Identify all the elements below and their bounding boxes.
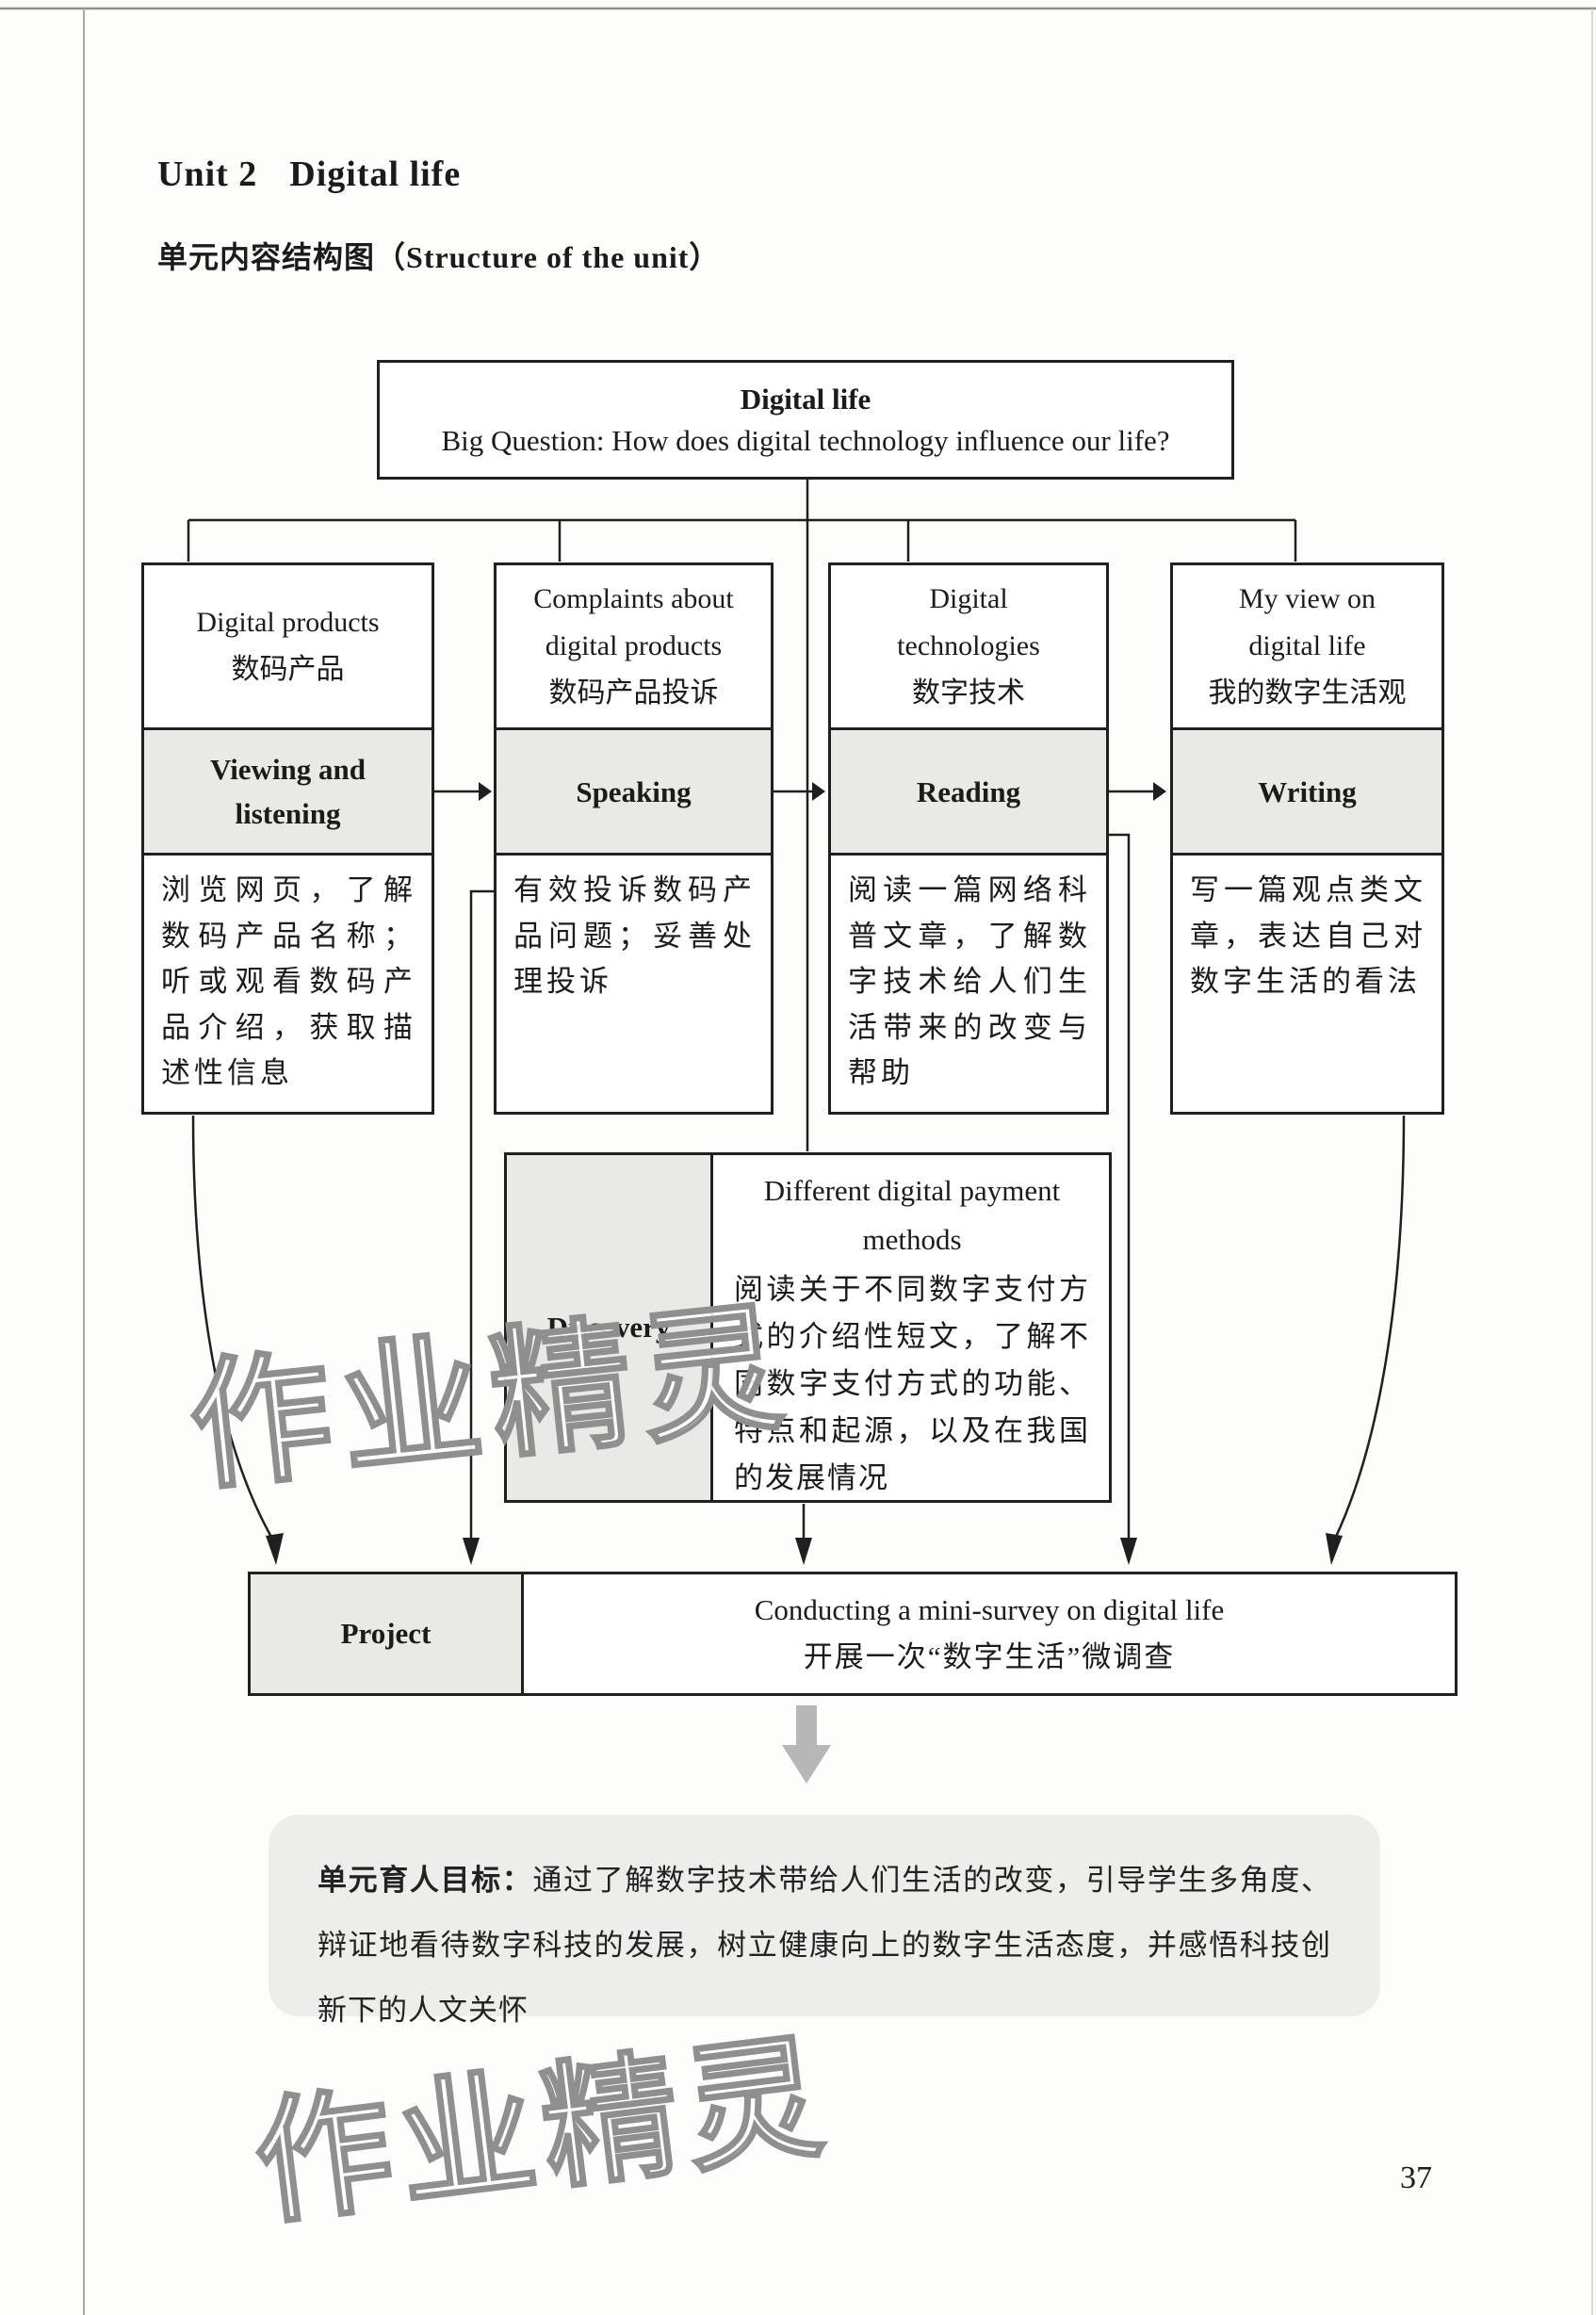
column-theme: Digital products 数码产品 xyxy=(144,565,432,727)
skill-band-writing: Writing xyxy=(1173,727,1441,856)
theme-line: digital life xyxy=(1248,630,1366,661)
skill-line: listening xyxy=(235,797,341,830)
theme-line: digital products xyxy=(545,630,723,661)
theme-line: Complaints about xyxy=(533,583,734,614)
skill-line: Writing xyxy=(1258,774,1357,808)
project-content: Conducting a mini-survey on digital life… xyxy=(524,1574,1455,1693)
subtitle-zh-suffix: ） xyxy=(689,240,721,274)
column-theme: Complaints about digital products 数码产品投诉 xyxy=(497,565,771,727)
theme-line: 数码产品 xyxy=(231,654,345,685)
goal-lead: 单元育人目标： xyxy=(318,1864,533,1897)
unit-goal-box: 单元育人目标：通过了解数字技术带给人们生活的改变，引导学生多角度、辩证地看待数字… xyxy=(269,1815,1380,2027)
root-box-digital-life: Digital life Big Question: How does digi… xyxy=(377,360,1234,480)
skill-line: Speaking xyxy=(576,774,692,808)
column-theme: Digital technologies 数字技术 xyxy=(831,565,1106,727)
theme-line: My view on xyxy=(1239,583,1376,614)
discovery-description: 阅读关于不同数字支付方式的介绍性短文，了解不同数字支付方式的功能、特点和起源，以… xyxy=(734,1273,1090,1494)
theme-line: technologies xyxy=(897,630,1040,661)
column-speaking: Complaints about digital products 数码产品投诉… xyxy=(494,562,774,1115)
unit-label: Unit 2 xyxy=(157,155,258,194)
discovery-title: Different digital payment methods xyxy=(763,1174,1061,1256)
goal-text: 通过了解数字技术带给人们生活的改变，引导学生多角度、辩证地看待数字科技的发展，树… xyxy=(318,1864,1331,2027)
down-connector-writing xyxy=(1326,1115,1406,1565)
theme-line: 数码产品投诉 xyxy=(548,677,719,709)
flow-arrow-reading-to-writing xyxy=(1109,782,1166,801)
column-viewing-and-listening: Digital products 数码产品 Viewing and listen… xyxy=(141,562,434,1115)
column-theme: My view on digital life 我的数字生活观 xyxy=(1173,565,1441,727)
discovery-box: Discovery Different digital payment meth… xyxy=(504,1152,1112,1503)
root-title: Digital life xyxy=(740,382,871,416)
column-writing: My view on digital life 我的数字生活观 Writing … xyxy=(1170,562,1444,1115)
skill-line: Viewing and xyxy=(209,753,366,786)
down-connector-reading xyxy=(1109,833,1137,1565)
page-title: Unit 2 Digital life xyxy=(157,154,461,195)
theme-line: Digital products xyxy=(196,607,380,638)
column-description: 写一篇观点类文章，表达自己对数字生活的看法 xyxy=(1190,873,1426,998)
skill-line: Reading xyxy=(916,774,1021,808)
unit-title-text: Digital life xyxy=(289,155,462,194)
project-subtitle: 开展一次“数字生活”微调查 xyxy=(803,1639,1176,1673)
watermark-text: 作业精灵 xyxy=(247,2019,838,2241)
discovery-label: Discovery xyxy=(507,1155,713,1500)
skill-band-reading: Reading xyxy=(831,727,1106,856)
project-box: Project Conducting a mini-survey on digi… xyxy=(248,1572,1458,1696)
theme-line: 数字技术 xyxy=(912,677,1025,709)
column-description: 浏览网页，了解数码产品名称；听或观看数码产品介绍，获取描述性信息 xyxy=(161,873,416,1089)
flow-arrow-speaking-to-reading xyxy=(774,782,825,801)
down-connector-viewing xyxy=(191,1115,284,1565)
subtitle-zh-prefix: 单元内容结构图（ xyxy=(157,240,407,274)
project-title: Conducting a mini-survey on digital life xyxy=(754,1592,1225,1626)
skill-band-viewing-listening: Viewing and listening xyxy=(144,727,432,856)
project-label: Project xyxy=(251,1574,524,1693)
theme-line: 我的数字生活观 xyxy=(1208,677,1407,709)
flow-arrow-viewing-to-speaking xyxy=(434,782,492,801)
down-connector-speaking xyxy=(463,889,494,1565)
root-big-question: Big Question: How does digital technolog… xyxy=(441,423,1170,457)
page-subtitle: 单元内容结构图（Structure of the unit） xyxy=(157,234,720,277)
column-description: 有效投诉数码产品问题；妥善处理投诉 xyxy=(513,873,756,998)
theme-line: Digital xyxy=(929,583,1008,614)
down-connector-discovery xyxy=(795,1504,812,1565)
column-description: 阅读一篇网络科普文章，了解数字技术给人们生活带来的改变与帮助 xyxy=(848,873,1091,1089)
discovery-content: Different digital payment methods 阅读关于不同… xyxy=(713,1155,1109,1500)
big-down-arrow xyxy=(782,1705,831,1784)
column-reading: Digital technologies 数字技术 Reading 阅读一篇网络… xyxy=(828,562,1109,1115)
skill-band-speaking: Speaking xyxy=(497,727,771,856)
page-number: 37 xyxy=(1400,2160,1432,2195)
subtitle-en: Structure of the unit xyxy=(406,240,690,274)
